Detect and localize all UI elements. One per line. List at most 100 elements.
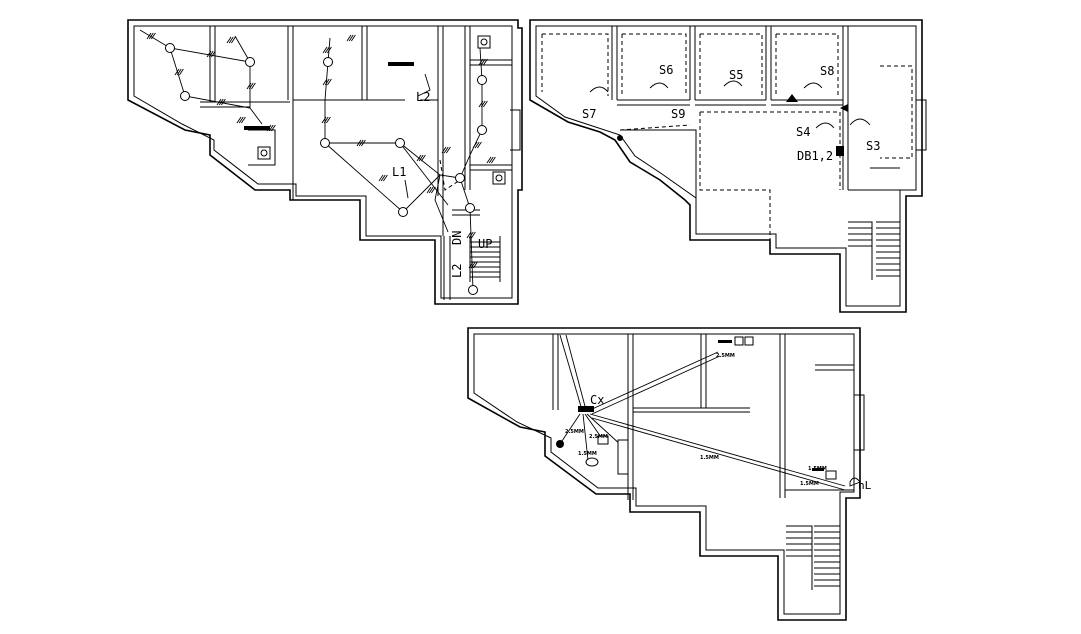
label-l1: L1 (392, 165, 406, 179)
tube-light-icon (388, 62, 414, 66)
socket-icon (825, 470, 837, 480)
wire-hatch-mark (246, 82, 252, 90)
ceiling-lamp-icon (465, 203, 475, 213)
switch-plan-walls (529, 19, 927, 313)
cable-size-label: 1.5MM (700, 455, 719, 461)
wire-hatch-mark (466, 231, 472, 239)
fan-box-icon (480, 38, 488, 46)
label-l2: L2 (416, 90, 430, 104)
power-labels: Cx 2.5MM 2.5MM 2.5MM 1.5MM 1.5MM 1.5MM 1… (565, 353, 872, 492)
lighting-plan-walls (127, 19, 523, 305)
wire-hatch-mark (358, 139, 364, 147)
wire-hatch-mark (356, 139, 362, 147)
wire-hatch-mark (346, 34, 352, 42)
power-plan: Cx 2.5MM 2.5MM 2.5MM 1.5MM 1.5MM 1.5MM 1… (467, 327, 872, 621)
wire-hatch-mark (179, 68, 184, 76)
db-marker-icon (840, 104, 848, 112)
switch-arc-icon (649, 82, 669, 89)
wire-hatch-mark (146, 32, 152, 40)
wire-hatch-mark (380, 174, 386, 182)
switch-arc-icon (849, 118, 871, 126)
switch-arc-icon (803, 82, 823, 89)
switch-arc-icon (815, 122, 835, 129)
lighting-wires (139, 29, 483, 291)
wire-hatch-mark (361, 139, 366, 147)
wire-hatch-mark (216, 98, 222, 106)
wire-hatch-mark (472, 141, 478, 149)
wire-hatch-mark (446, 146, 451, 154)
wire-hatch-mark (383, 174, 388, 182)
wire-hatch-mark (323, 116, 329, 124)
wire-hatch-mark (483, 100, 488, 108)
wire-hatch-mark (211, 50, 216, 58)
wire-hatch-mark (231, 36, 236, 44)
socket-icon (744, 336, 754, 346)
wire-hatch-mark (228, 36, 234, 44)
wire-hatch-mark (483, 58, 488, 66)
wire-hatch-mark (174, 68, 180, 76)
label-l2-stair: L2 (450, 264, 464, 278)
label-s5: S5 (729, 68, 743, 82)
cable-size-label: 2.5MM (565, 429, 584, 435)
ceiling-lamp-icon (398, 207, 408, 217)
washbasin-icon (585, 457, 599, 467)
db-marker-icon (786, 94, 798, 102)
label-cx: Cx (590, 393, 604, 407)
wire-hatch-mark (418, 154, 424, 162)
wire-hatch-mark (488, 156, 494, 164)
wire-hatch-mark (327, 78, 332, 86)
ceiling-lamp-icon (165, 43, 175, 53)
tube-light-icon (244, 126, 270, 130)
wire-hatch-mark (176, 68, 182, 76)
cable-size-label: 2.5MM (716, 353, 735, 359)
wire-hatch-mark (236, 116, 242, 124)
socket-icon (734, 336, 744, 346)
cable-size-label: 2.5MM (589, 434, 608, 440)
point-icon (617, 135, 623, 141)
ceiling-lamp-icon (468, 285, 478, 295)
wire-hatch-mark (226, 36, 232, 44)
label-up: UP (478, 237, 492, 251)
distribution-board-icon (836, 146, 844, 156)
wire-hatch-mark (486, 156, 492, 164)
wire-hatch-mark (468, 231, 474, 239)
fan-box-icon (260, 149, 268, 157)
lighting-labels: L1 L2 L2 DN UP (392, 90, 492, 278)
wire-hatch-mark (441, 146, 447, 154)
switchboard-icon (718, 340, 732, 343)
ceiling-lamp-icon (455, 173, 465, 183)
cable-size-label: 1.5MM (808, 466, 827, 472)
wire-hatch-mark (473, 261, 478, 269)
wire-hatch-mark (416, 154, 422, 162)
switch-circuit-dashes (541, 33, 913, 244)
ceiling-lamp-icon (320, 138, 330, 148)
ceiling-lamp-icon (477, 75, 487, 85)
wire-hatch-mark (151, 32, 156, 40)
wire-hatch-mark (480, 58, 486, 66)
socket-icon (597, 435, 609, 445)
switch-arc-icon (849, 477, 861, 487)
wire-hatch-mark (428, 186, 434, 194)
fan-box-icon (495, 174, 503, 182)
wire-hatch-mark (421, 154, 426, 162)
wire-hatch-mark (491, 156, 496, 164)
switch-plan: S7 S6 S5 S8 S9 S4 S3 DB1,2 (529, 19, 927, 313)
wire-hatch-mark (478, 58, 484, 66)
wire-hatch-mark (348, 34, 354, 42)
wire-hatch-mark (443, 146, 449, 154)
wire-hatch-mark (327, 46, 332, 54)
wire-hatch-mark (351, 34, 356, 42)
wire-hatch-mark (251, 82, 256, 90)
wire-hatch-mark (266, 124, 272, 132)
wire-hatch-mark (241, 116, 246, 124)
cable-size-label: 1.5MM (578, 451, 597, 457)
wire-hatch-mark (268, 124, 274, 132)
lighting-plan: L1 L2 L2 DN UP (127, 19, 523, 305)
wire-hatch-mark (468, 261, 474, 269)
wire-hatch-mark (324, 78, 330, 86)
point-icon (556, 440, 564, 448)
wire-hatch-mark (148, 32, 154, 40)
bathtub-icon (617, 439, 629, 475)
